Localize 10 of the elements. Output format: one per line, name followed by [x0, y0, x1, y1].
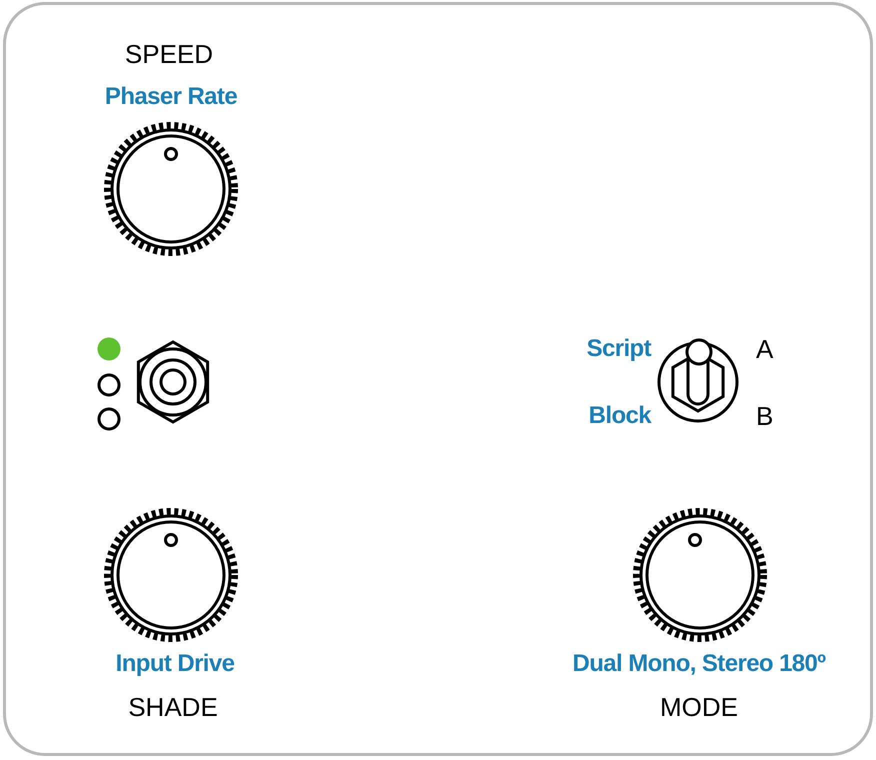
control-label: B [756, 403, 774, 429]
control-label: MODE [660, 694, 738, 720]
control-label: Block [588, 404, 651, 428]
control-label: Dual Mono, Stereo 180º [572, 652, 826, 676]
control-label: Phaser Rate [104, 85, 238, 109]
control-label: Script [586, 337, 651, 361]
control-label: SPEED [124, 41, 214, 67]
control-label: A [756, 336, 774, 362]
control-label: Input Drive [116, 652, 234, 676]
control-label: SHADE [128, 694, 218, 720]
